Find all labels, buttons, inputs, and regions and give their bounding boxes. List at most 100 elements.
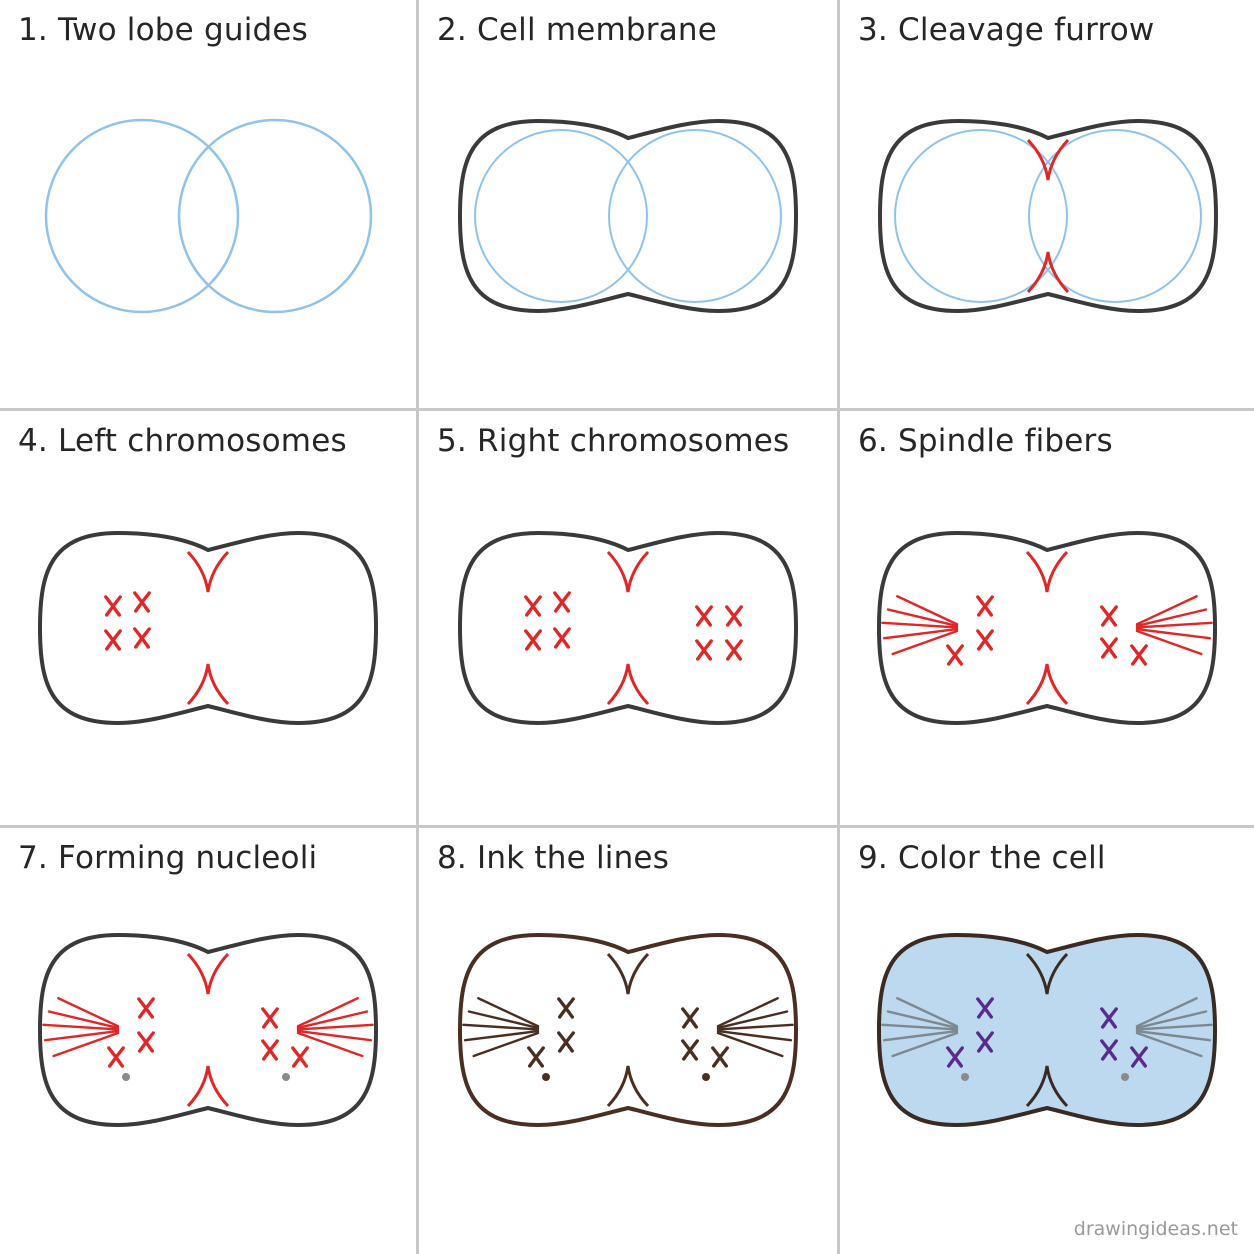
spindle-fiber: [1135, 997, 1198, 1028]
chromosome: [1100, 605, 1118, 627]
step-6-caption: 6. Spindle fibers: [858, 423, 1113, 459]
chromosome: [261, 1007, 279, 1029]
spindle-fiber: [1135, 1031, 1203, 1058]
spindle-fiber: [296, 1010, 369, 1030]
chromosome: [1100, 1007, 1118, 1029]
chromosome: [524, 629, 542, 651]
spindle-fiber: [47, 1010, 120, 1030]
chromosome: [946, 644, 964, 666]
cell-membrane: [37, 932, 379, 1128]
chromosome: [976, 997, 994, 1019]
watermark: drawingideas.net: [1073, 1218, 1238, 1240]
step-8-panel: 8. Ink the lines: [419, 828, 837, 1254]
lower-cleavage-furrow: [1025, 1065, 1069, 1108]
spindle-fiber: [296, 1031, 364, 1058]
chromosome: [1130, 644, 1148, 666]
chromosome: [553, 591, 571, 613]
cell-membrane: [457, 530, 799, 726]
chromosome: [976, 1031, 994, 1053]
chromosome: [725, 605, 743, 627]
spindle-fiber: [716, 1010, 789, 1030]
spindle-fiber: [296, 1023, 374, 1031]
nucleolus: [961, 1073, 969, 1081]
chromosome: [681, 1039, 699, 1061]
cell-membrane: [37, 530, 379, 726]
right-guide-circle: [608, 129, 782, 303]
chromosome: [695, 639, 713, 661]
step-1-panel: 1. Two lobe guides: [0, 0, 416, 408]
step-7-panel: 7. Forming nucleoli: [0, 828, 416, 1254]
spindle-fiber: [716, 1023, 794, 1031]
chromosome: [976, 629, 994, 651]
cell-membrane: [877, 118, 1219, 314]
chromosome: [695, 605, 713, 627]
cell-membrane: [457, 932, 799, 1128]
step-9-caption: 9. Color the cell: [858, 840, 1106, 876]
chromosome: [976, 595, 994, 617]
chromosome: [261, 1039, 279, 1061]
step-5-drawing: [457, 530, 799, 726]
right-guide-circle: [1028, 129, 1202, 303]
spindle-fiber: [296, 997, 359, 1028]
upper-cleavage-furrow: [606, 952, 650, 995]
spindle-fiber: [462, 1023, 540, 1031]
chromosome: [681, 1007, 699, 1029]
chromosome: [291, 1046, 309, 1068]
step-2-panel: 2. Cell membrane: [419, 0, 837, 408]
step-5-caption: 5. Right chromosomes: [437, 423, 790, 459]
spindle-fiber: [1135, 1023, 1213, 1031]
spindle-fiber: [467, 1010, 540, 1030]
spindle-fiber: [896, 997, 959, 1028]
step-5-panel: 5. Right chromosomes: [419, 411, 837, 825]
step-7-caption: 7. Forming nucleoli: [18, 840, 318, 876]
grid-divider: [837, 0, 840, 408]
step-7-drawing: [37, 932, 379, 1128]
spindle-fiber: [886, 608, 959, 628]
spindle-fiber: [891, 629, 959, 656]
left-guide-circle: [44, 118, 240, 314]
chromosome: [725, 639, 743, 661]
step-3-panel: 3. Cleavage furrow: [840, 0, 1254, 408]
spindle-fiber: [1135, 595, 1198, 626]
upper-cleavage-furrow: [606, 550, 650, 593]
step-4-drawing: [37, 530, 379, 726]
spindle-fiber: [463, 1029, 540, 1042]
step-2-drawing: [457, 118, 799, 314]
step-4-panel: 4. Left chromosomes: [0, 411, 416, 825]
spindle-fiber: [477, 997, 540, 1028]
nucleolus: [542, 1073, 550, 1081]
spindle-fiber: [716, 1031, 784, 1058]
spindle-fiber: [886, 1010, 959, 1030]
spindle-fiber: [882, 627, 959, 640]
lower-cleavage-furrow: [1026, 251, 1070, 294]
chromosome: [104, 595, 122, 617]
spindle-fiber: [1135, 1010, 1208, 1030]
step-6-panel: 6. Spindle fibers: [840, 411, 1254, 825]
chromosome: [104, 629, 122, 651]
step-4-caption: 4. Left chromosomes: [18, 423, 347, 459]
step-6-drawing: [876, 530, 1218, 726]
chromosome: [1100, 637, 1118, 659]
chromosome: [1100, 1039, 1118, 1061]
step-9-drawing: [876, 932, 1218, 1128]
spindle-fiber: [1135, 627, 1212, 640]
spindle-fiber: [43, 1029, 120, 1042]
cell-membrane: [876, 530, 1218, 726]
upper-cleavage-furrow: [186, 550, 230, 593]
chromosome: [137, 1031, 155, 1053]
spindle-fiber: [716, 997, 779, 1028]
spindle-fiber: [57, 997, 120, 1028]
upper-cleavage-furrow: [1025, 952, 1069, 995]
nucleolus: [122, 1073, 130, 1081]
step-8-caption: 8. Ink the lines: [437, 840, 670, 876]
spindle-fiber: [1135, 629, 1203, 656]
cell-membrane: [457, 118, 799, 314]
spindle-fiber: [882, 1029, 959, 1042]
nucleolus: [702, 1073, 710, 1081]
lower-cleavage-furrow: [1025, 663, 1069, 706]
chromosome: [107, 1046, 125, 1068]
spindle-fiber: [881, 1023, 959, 1031]
chromosome: [711, 1046, 729, 1068]
chromosome: [133, 591, 151, 613]
upper-cleavage-furrow: [1025, 550, 1069, 593]
